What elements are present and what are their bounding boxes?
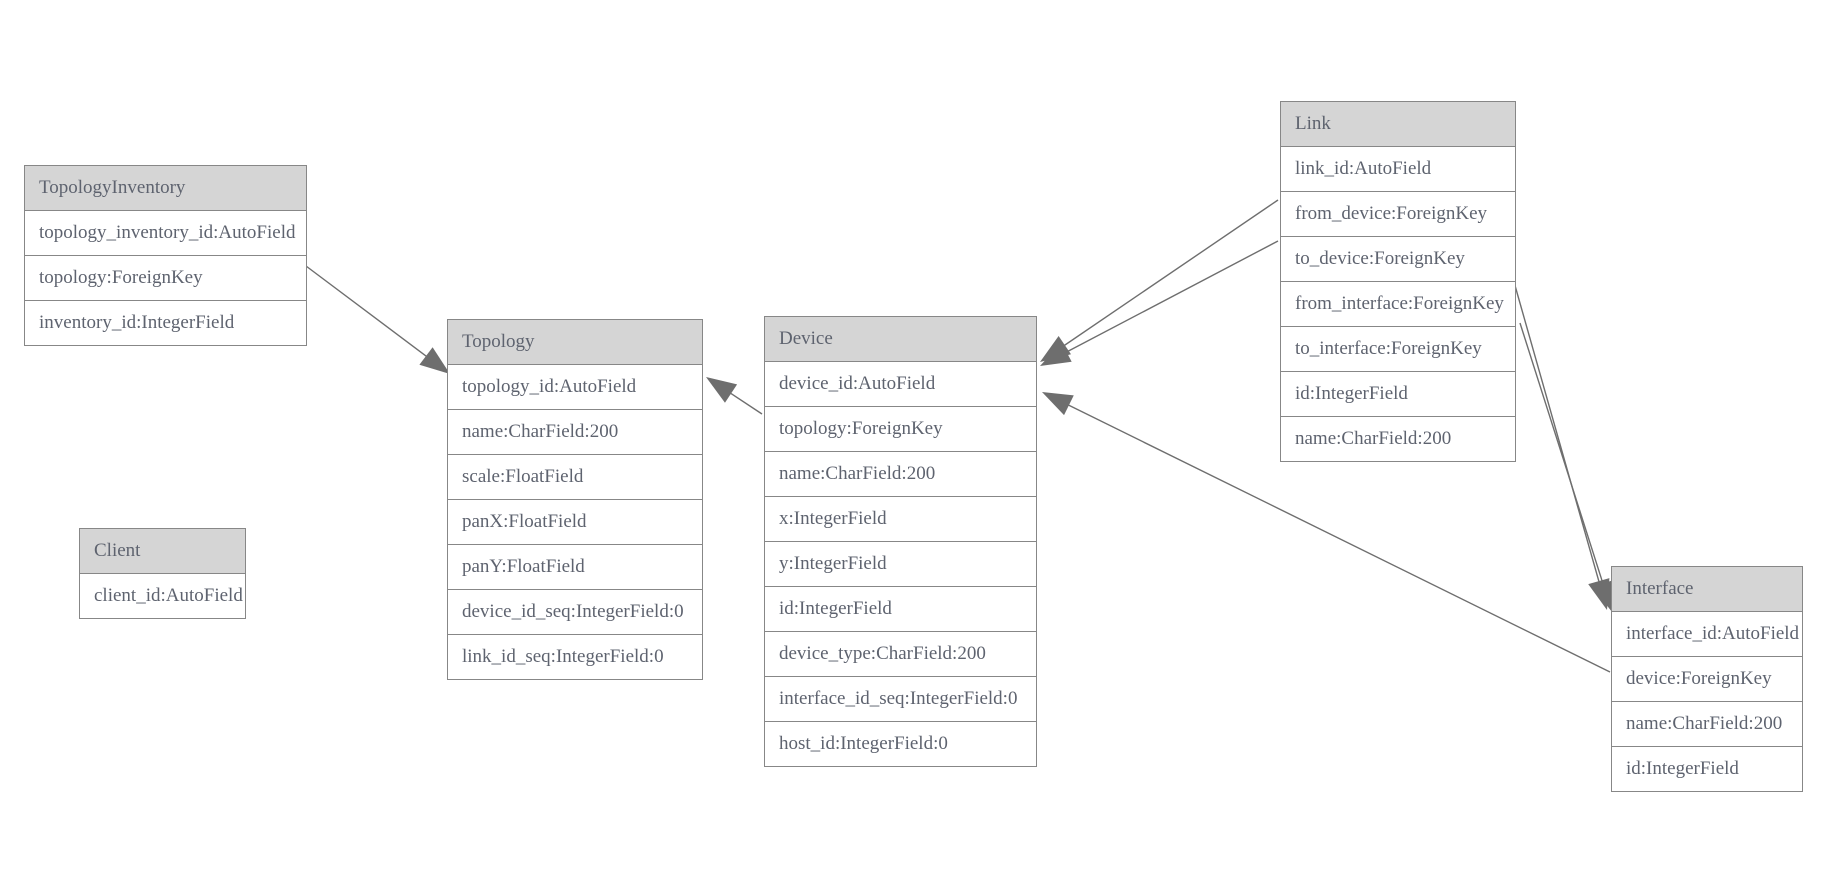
attribute-row: id:IntegerField (1612, 747, 1802, 791)
relationship-line-rel-link-interface-to (1519, 322, 1605, 588)
attribute-row: to_interface:ForeignKey (1281, 327, 1515, 372)
attribute-row: name:CharField:200 (765, 452, 1036, 497)
attribute-row: device:ForeignKey (1612, 657, 1802, 702)
entity-title-link: Link (1281, 102, 1515, 147)
attribute-row: name:CharField:200 (1281, 417, 1515, 461)
entity-title-client: Client (80, 529, 245, 574)
relationship-line-rel-device-topology (727, 390, 763, 415)
attribute-row: device_id_seq:IntegerField:0 (448, 590, 702, 635)
attribute-row: panX:FloatField (448, 500, 702, 545)
attribute-row: from_device:ForeignKey (1281, 192, 1515, 237)
relationship-arrowhead-rel-device-topology (706, 377, 738, 403)
relationship-line-rel-link-device-to (1062, 240, 1279, 355)
entity-title-topology_inventory: TopologyInventory (25, 166, 306, 211)
attribute-row: interface_id:AutoField (1612, 612, 1802, 657)
relationship-line-rel-link-interface-from (1513, 281, 1601, 586)
attribute-row: topology_inventory_id:AutoField (25, 211, 306, 256)
relationship-arrowhead-rel-topologyinventory-topology (419, 347, 450, 374)
attribute-row: name:CharField:200 (1612, 702, 1802, 747)
attribute-row: topology:ForeignKey (25, 256, 306, 301)
attribute-row: topology_id:AutoField (448, 365, 702, 410)
attribute-row: scale:FloatField (448, 455, 702, 500)
attribute-row: interface_id_seq:IntegerField:0 (765, 677, 1036, 722)
relationship-arrowhead-rel-link-device-to (1040, 342, 1072, 366)
relationship-arrowhead-rel-interface-device (1042, 392, 1074, 416)
attribute-row: to_device:ForeignKey (1281, 237, 1515, 282)
entity-title-interface: Interface (1612, 567, 1802, 612)
attribute-row: device_id:AutoField (765, 362, 1036, 407)
attribute-row: client_id:AutoField (80, 574, 245, 618)
relationship-arrowhead-rel-link-interface-from (1588, 578, 1610, 610)
attribute-row: link_id:AutoField (1281, 147, 1515, 192)
attribute-row: topology:ForeignKey (765, 407, 1036, 452)
attribute-row: from_interface:ForeignKey (1281, 282, 1515, 327)
attribute-row: device_type:CharField:200 (765, 632, 1036, 677)
attribute-row: panY:FloatField (448, 545, 702, 590)
relationship-line-rel-topologyinventory-topology (305, 265, 430, 359)
attribute-row: link_id_seq:IntegerField:0 (448, 635, 702, 679)
entity-attributes-client: client_id:AutoField (80, 574, 245, 618)
attribute-row: x:IntegerField (765, 497, 1036, 542)
relationship-arrowhead-rel-link-device-from (1040, 336, 1071, 362)
relationship-line-rel-link-device-from (1061, 199, 1279, 348)
attribute-row: id:IntegerField (1281, 372, 1515, 417)
attribute-row: id:IntegerField (765, 587, 1036, 632)
attribute-row: inventory_id:IntegerField (25, 301, 306, 345)
attribute-row: name:CharField:200 (448, 410, 702, 455)
attribute-row: host_id:IntegerField:0 (765, 722, 1036, 766)
attribute-row: y:IntegerField (765, 542, 1036, 587)
entity-title-device: Device (765, 317, 1036, 362)
entity-title-topology: Topology (448, 320, 702, 365)
